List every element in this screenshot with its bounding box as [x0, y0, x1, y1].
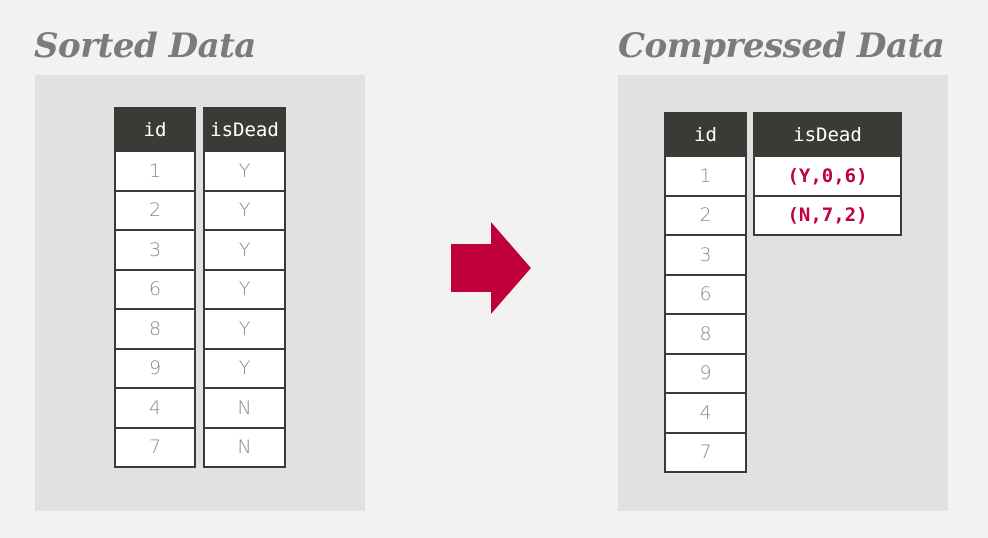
- sorted-isdead-cell: Y: [205, 347, 284, 387]
- sorted-id-cell: 8: [116, 308, 194, 348]
- compressed-isdead-column: isDead(Y,0,6)(N,7,2): [753, 112, 902, 236]
- sorted-isdead-cell: Y: [205, 308, 284, 348]
- sorted-id-cell: 4: [116, 387, 194, 427]
- compressed-isdead-header: isDead: [755, 114, 900, 155]
- sorted-isdead-cell: N: [205, 387, 284, 427]
- compressed-id-cell: 6: [666, 273, 745, 313]
- compressed-id-cell: 4: [666, 392, 745, 432]
- sorted-isdead-cell: Y: [205, 229, 284, 269]
- arrow-right-icon: [451, 222, 531, 314]
- sorted-isdead-cell: Y: [205, 268, 284, 308]
- sorted-id-cell: 2: [116, 189, 194, 229]
- sorted-isdead-cell: Y: [205, 150, 284, 190]
- sorted-id-cell: 7: [116, 426, 194, 466]
- compressed-isdead-cell: (N,7,2): [755, 194, 900, 234]
- sorted-id-cell: 9: [116, 347, 194, 387]
- sorted-id-cell: 3: [116, 229, 194, 269]
- compressed-id-header: id: [666, 114, 745, 155]
- sorted-isdead-cell: N: [205, 426, 284, 466]
- compressed-id-cell: 1: [666, 155, 745, 195]
- compressed-id-cell: 2: [666, 194, 745, 234]
- compressed-id-cell: 9: [666, 352, 745, 392]
- sorted-isdead-cell: Y: [205, 189, 284, 229]
- sorted-id-cell: 1: [116, 150, 194, 190]
- compressed-id-cell: 7: [666, 431, 745, 471]
- compressed-data-title: Compressed Data: [618, 26, 945, 66]
- compressed-id-cell: 3: [666, 234, 745, 274]
- sorted-data-panel: [35, 75, 365, 511]
- sorted-id-cell: 6: [116, 268, 194, 308]
- compressed-id-cell: 8: [666, 313, 745, 353]
- sorted-data-title: Sorted Data: [34, 26, 256, 66]
- sorted-isdead-header: isDead: [205, 109, 284, 150]
- compressed-isdead-cell: (Y,0,6): [755, 155, 900, 195]
- sorted-id-header: id: [116, 109, 194, 150]
